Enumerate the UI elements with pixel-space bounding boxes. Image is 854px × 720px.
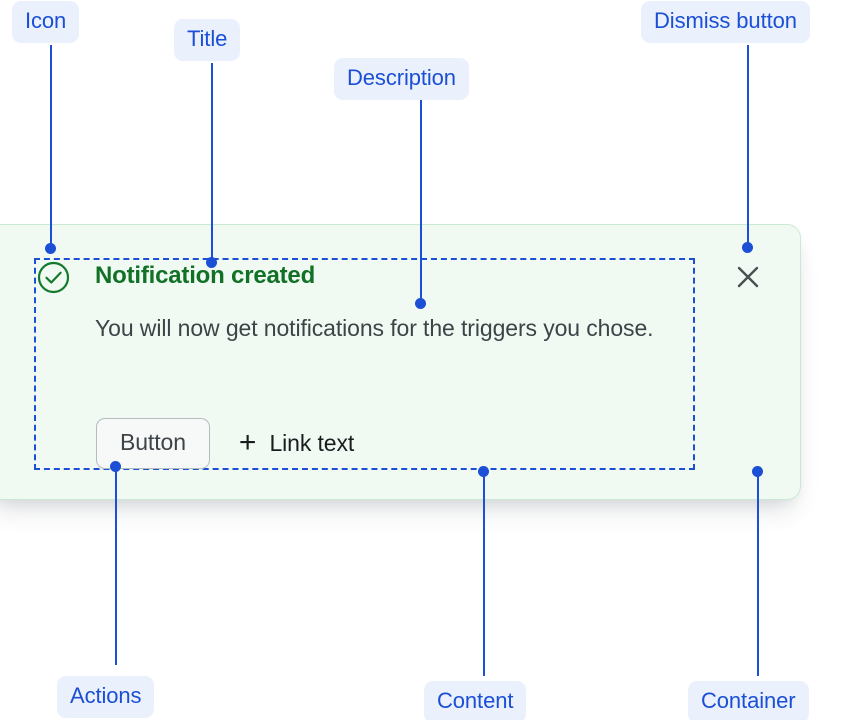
leader-line-actions: [115, 466, 117, 665]
notification-description: You will now get notifications for the t…: [95, 315, 654, 341]
leader-dot-container: [752, 466, 763, 477]
plus-icon: +: [238, 425, 257, 459]
circle-check-icon: [37, 261, 70, 294]
leader-dot-icon: [45, 243, 56, 254]
leader-line-container: [757, 471, 759, 676]
leader-line-description: [420, 97, 422, 303]
action-link[interactable]: + Link text: [238, 425, 355, 459]
leader-line-icon: [50, 45, 52, 248]
leader-dot-dismiss-button: [742, 242, 753, 253]
leader-line-title: [211, 63, 213, 262]
notification-actions: Button + Link text: [96, 418, 354, 469]
dismiss-button[interactable]: [733, 262, 763, 292]
annotation-label-dismiss-button: Dismiss button: [641, 1, 810, 43]
notification-title: Notification created: [95, 262, 316, 289]
annotation-label-description: Description: [334, 58, 469, 100]
leader-dot-content: [478, 466, 489, 477]
annotation-label-actions: Actions: [57, 676, 155, 718]
annotation-label-title: Title: [174, 19, 241, 61]
action-button[interactable]: Button: [96, 418, 210, 469]
leader-line-content: [483, 471, 485, 676]
leader-dot-description: [415, 298, 426, 309]
leader-line-dismiss-button: [747, 45, 749, 247]
annotation-label-content: Content: [424, 681, 527, 720]
annotation-label-container: Container: [688, 681, 809, 720]
annotation-label-icon: Icon: [12, 1, 80, 43]
leader-dot-actions: [110, 461, 121, 472]
leader-dot-title: [206, 257, 217, 268]
content-region-outline: [34, 258, 695, 470]
action-link-label: Link text: [269, 430, 355, 456]
